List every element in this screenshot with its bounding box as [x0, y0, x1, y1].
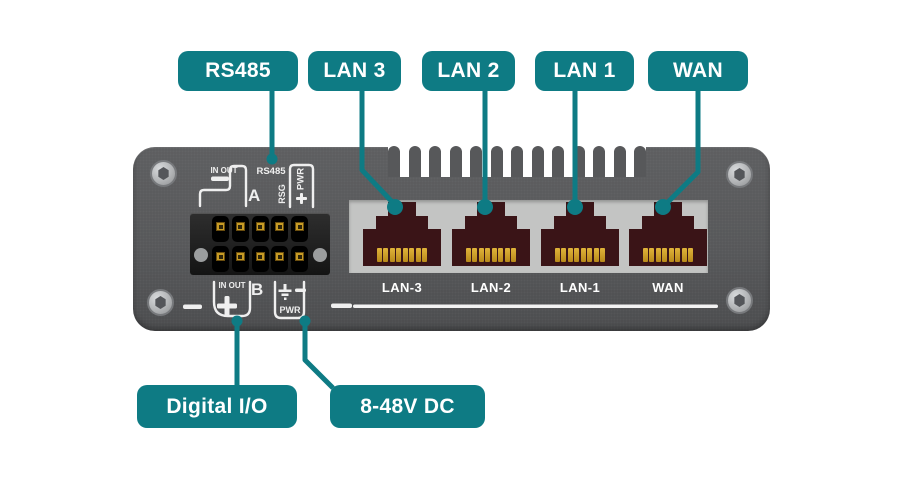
screw-top-right — [726, 161, 753, 188]
terminal-slot — [212, 246, 229, 272]
screw-bottom-right — [726, 287, 753, 314]
ethernet-port-bezel — [349, 200, 708, 273]
silk-block-b: B — [251, 280, 264, 299]
rj45-pins — [643, 248, 693, 262]
terminal-slot — [271, 246, 289, 272]
callout-wan: WAN — [648, 51, 748, 91]
callout-lan2: LAN 2 — [422, 51, 515, 91]
silk-in-out-bottom: IN OUT — [218, 281, 246, 290]
hex-socket-icon — [155, 296, 166, 309]
panel-label-lan1: LAN-1 — [559, 280, 601, 295]
terminal-slot — [271, 216, 289, 242]
port-lan2 — [452, 202, 530, 266]
terminal-block-screw-right — [313, 248, 327, 262]
terminal-pin — [216, 222, 225, 231]
terminal-block-connector — [190, 213, 330, 275]
silk-rs485: RS485 — [256, 166, 286, 177]
terminal-pin — [216, 252, 225, 261]
terminal-slot — [231, 216, 249, 242]
terminal-pin — [295, 222, 304, 231]
terminal-pin — [255, 222, 265, 231]
callout-rs485: RS485 — [178, 51, 298, 91]
silk-rsg: RSG — [277, 184, 287, 204]
port-wan — [629, 202, 707, 266]
silk-pwr-top: PWR — [295, 167, 307, 191]
callout-power: 8-48V DC — [330, 385, 485, 428]
screw-bottom-left — [147, 289, 174, 316]
terminal-block-screw-left — [194, 248, 208, 262]
port-lan3 — [363, 202, 441, 266]
terminal-slot — [212, 216, 229, 242]
rj45-pins — [377, 248, 427, 262]
callout-lan3: LAN 3 — [308, 51, 401, 91]
port-lan1 — [541, 202, 619, 266]
terminal-pin — [275, 222, 285, 231]
silk-block-a: A — [248, 186, 261, 205]
heatsink-fins — [388, 146, 646, 177]
terminal-pin — [235, 252, 245, 261]
terminal-pin — [275, 252, 285, 261]
terminal-pin — [295, 252, 304, 261]
silk-in-out-top: IN OUT — [210, 166, 238, 175]
callout-digital-io: Digital I/O — [137, 385, 297, 428]
hex-socket-icon — [734, 294, 745, 307]
silk-pwr-bottom: PWR — [279, 305, 301, 315]
terminal-slot — [251, 246, 269, 272]
router-rear-panel: LAN-3 LAN-2 LAN-1 WAN IN OUT A RS485 RSG… — [133, 146, 770, 331]
callout-lan1: LAN 1 — [535, 51, 634, 91]
terminal-pin — [255, 252, 265, 261]
rj45-pins — [466, 248, 516, 262]
hex-socket-icon — [158, 167, 169, 180]
panel-label-wan: WAN — [652, 280, 684, 295]
rj45-pins — [555, 248, 605, 262]
terminal-pin — [235, 222, 245, 231]
hex-socket-icon — [734, 168, 745, 181]
terminal-slot — [291, 246, 308, 272]
terminal-slot — [231, 246, 249, 272]
terminal-slot — [251, 216, 269, 242]
panel-label-lan2: LAN-2 — [470, 280, 512, 295]
screw-top-left — [150, 160, 177, 187]
terminal-slot — [291, 216, 308, 242]
panel-label-lan3: LAN-3 — [381, 280, 423, 295]
